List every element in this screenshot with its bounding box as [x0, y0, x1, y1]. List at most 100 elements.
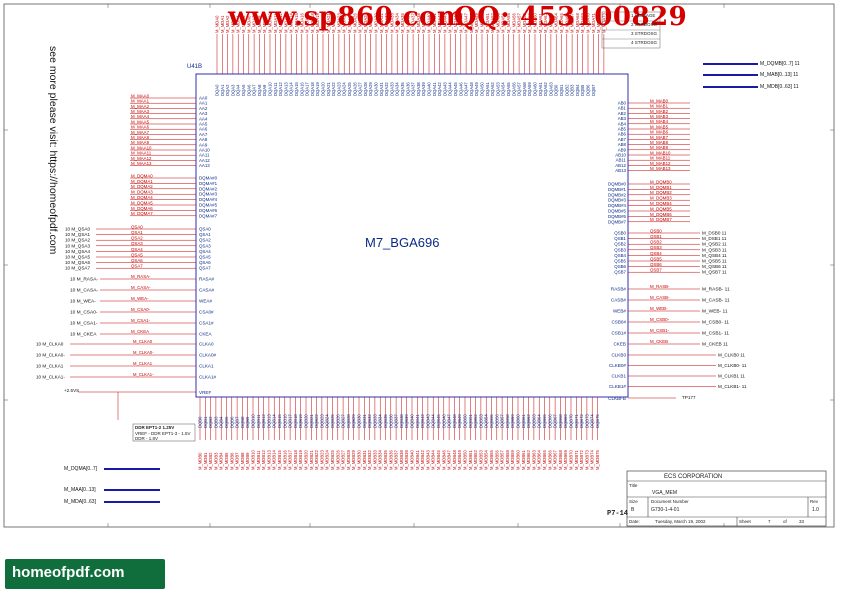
top-pin-net: M_MDA60 [533, 13, 538, 33]
top-pin-net: M_MDA66 [564, 13, 569, 33]
power-table [601, 11, 661, 49]
top-pin-net: M_MDA51 [485, 13, 490, 33]
top-pin-name: DQA29 [368, 82, 373, 96]
bottom-pin-name: DQB64 [537, 414, 542, 428]
top-pin-name: DQA61 [538, 82, 543, 96]
clkb-label: M_CLKB0 11 [718, 353, 745, 358]
title-block [626, 470, 827, 527]
bottom-pin-net: M_MDB41 [415, 450, 420, 470]
ma-net: M_MAA13 [131, 161, 152, 166]
top-pin-net: M_MDA52 [490, 13, 495, 33]
bottom-pin-net: M_MDB70 [569, 450, 574, 470]
top-pin-net: M_MDA27 [358, 13, 363, 33]
bottom-pin-name: DQB45 [436, 414, 441, 428]
top-pin-name: DQA31 [379, 82, 384, 96]
top-pin-name: DQA39 [421, 82, 426, 96]
bottom-pin-net: M_MDB68 [558, 450, 563, 470]
qsa-pin: QSA0 [199, 227, 211, 232]
ctrlb-net: M_CASB- [650, 295, 670, 300]
top-pin-name: DQA28 [363, 82, 368, 96]
dqm-net: M_DQMA7 [131, 211, 153, 216]
bottom-pin-name: DQB10 [251, 414, 256, 428]
bottom-pin-name: DQB47 [447, 414, 452, 428]
top-pin-net: M_MDA67 [570, 13, 575, 33]
clkb-label: M_CLKB0- 11 [718, 363, 747, 368]
mb-net: M_MAB9 [650, 145, 669, 150]
qsb-label: M_DSB0 11 [702, 231, 727, 236]
ma-net: M_MAA6 [131, 125, 150, 130]
bottom-pin-net: M_MDB17 [288, 450, 293, 470]
bottom-pin-net: M_MDB8 [240, 452, 245, 470]
bottom-pin-net: M_MDB62 [526, 450, 531, 470]
ctrl-net: M_WEA- [131, 296, 149, 301]
bottom-pin-net: M_MDB72 [579, 450, 584, 470]
ctrlb-net: M_RASB- [650, 284, 670, 289]
bottom-pin-net: M_MDB2 [208, 452, 213, 470]
top-pin-name: DQA40 [427, 82, 432, 96]
top-pin-net: M_MDA5 [241, 15, 246, 33]
clk-net: M_CLKA0- [133, 350, 154, 355]
ma-pin: AA3 [199, 111, 208, 116]
bottom-pin-name: DQB15 [277, 414, 282, 428]
top-pin-name: DQB1 [559, 84, 564, 96]
bottom-pin-net: M_MDB18 [293, 450, 298, 470]
ctrl-label: 10 M_RASA- [70, 277, 98, 283]
top-pin-net: M_MDA56 [511, 13, 516, 33]
clk-net: M_CLKA1 [133, 361, 153, 366]
qsa-label: 10 M_QSA0 [65, 227, 90, 232]
top-pin-net: M_MDA37 [411, 13, 416, 33]
top-pin-net: M_MDA43 [442, 13, 447, 33]
dqmb-pin: DQMB#3 [608, 198, 627, 203]
top-pin-net: M_MDA31 [379, 13, 384, 33]
bottom-pin-name: DQB21 [309, 414, 314, 428]
top-pin-name: DQA34 [395, 82, 400, 96]
top-pin-name: DQB6 [586, 84, 591, 96]
qsb-pin: QSB2 [614, 242, 626, 247]
bottom-pin-net: M_MDB31 [362, 450, 367, 470]
dqm-pin: DQMA#7 [199, 213, 218, 218]
ddr-table-box [132, 423, 196, 442]
ma-pin: AA9 [199, 142, 208, 147]
bottom-pin-name: DQB54 [484, 414, 489, 428]
top-pin-name: DQA21 [326, 82, 331, 96]
top-pin-net: M_MDA34 [395, 13, 400, 33]
ma-net: M_MAA0 [131, 93, 150, 98]
ctrlb-pin: CASB# [611, 298, 627, 303]
ctrlb-pin: CSB1# [611, 331, 626, 336]
mb-net: M_MAB7 [650, 135, 669, 140]
mb-net: M_MAB1 [650, 104, 669, 109]
top-pin-name: DQA11 [273, 82, 278, 96]
bottom-pin-name: DQB52 [473, 414, 478, 428]
qsa-net: QSA3 [131, 241, 143, 246]
top-pin-name: DQA16 [299, 82, 304, 96]
mb-pin: AB2 [618, 111, 627, 116]
bottom-pin-name: DQB20 [304, 414, 309, 428]
power-table-row: 1 VOLTAGE [631, 13, 656, 18]
top-pin-net: M_MDA57 [517, 13, 522, 33]
bottom-pin-net: M_MDB64 [537, 450, 542, 470]
bottom-pin-net: M_MDB53 [478, 450, 483, 470]
bottom-pin-net: M_MDB21 [309, 450, 314, 470]
side-note: see more please visit: https://homeofpdf… [47, 46, 59, 255]
mb-pin: AB13 [615, 168, 626, 173]
top-pin-net: M_MDA18 [310, 13, 315, 33]
bottom-pin-net: M_MDB12 [261, 450, 266, 470]
bottom-pin-name: DQB48 [452, 414, 457, 428]
dqmb-net: M_DQMB4 [650, 201, 672, 206]
bottom-pin-net: M_MDB35 [383, 450, 388, 470]
top-pin-net: M_MDA71 [591, 13, 596, 33]
dqmb-net: M_DQMB5 [650, 206, 672, 211]
top-pin-net: M_MDA13 [283, 13, 288, 33]
bottom-pin-net: M_MDB74 [590, 450, 595, 470]
title-label: Title [629, 483, 638, 488]
ctrl-net: M_RASA- [131, 274, 151, 279]
top-pin-name: DQA10 [268, 82, 273, 96]
top-pin-name: DQA13 [283, 82, 288, 96]
ctrl-label: 10 M_WEA- [70, 299, 96, 305]
ma-pin: AA12 [199, 158, 210, 163]
bottom-pin-net: M_MDB42 [420, 450, 425, 470]
bottom-pin-name: DQB32 [367, 414, 372, 428]
ma-pin: AA6 [199, 127, 208, 132]
bottom-pin-name: DQB23 [319, 414, 324, 428]
